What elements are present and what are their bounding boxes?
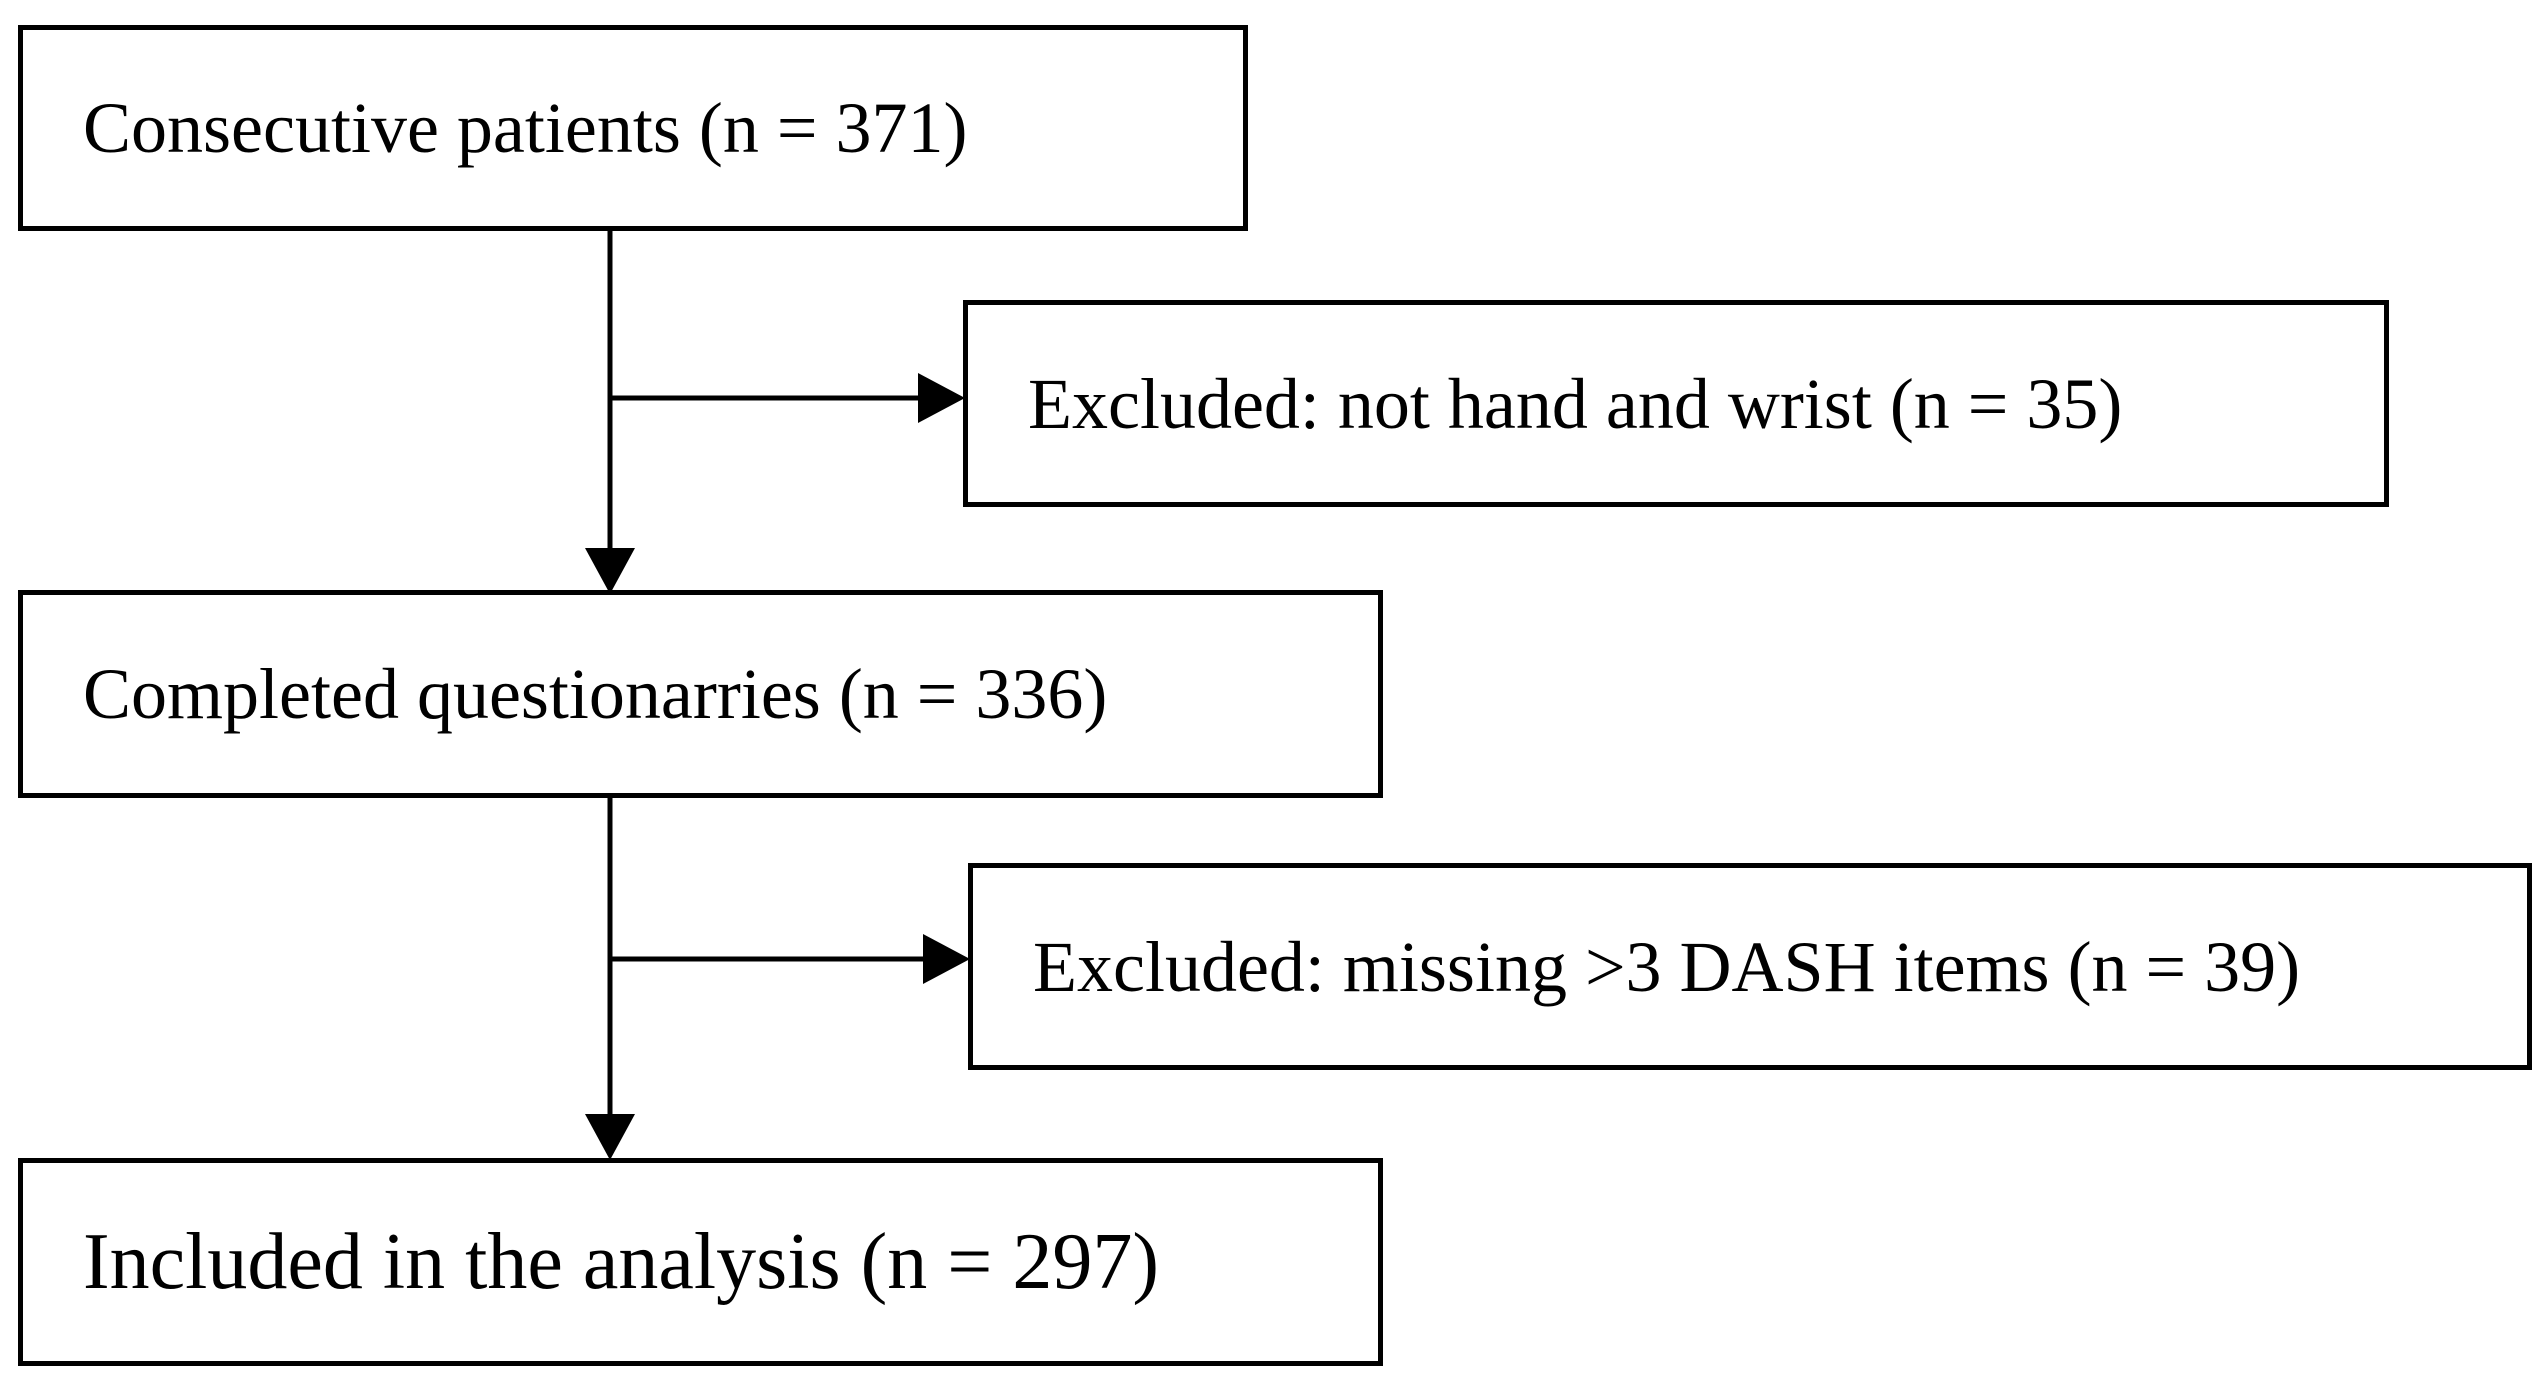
arrowhead-right-to-excluded-1 (918, 373, 965, 423)
excluded-not-hand-wrist-box: Excluded: not hand and wrist (n = 35) (963, 300, 2389, 507)
arrowhead-down-to-included (585, 1114, 635, 1160)
arrowhead-down-to-completed (585, 548, 635, 594)
excluded-missing-dash-label: Excluded: missing >3 DASH items (n = 39) (1033, 926, 2301, 1007)
excluded-not-hand-wrist-label: Excluded: not hand and wrist (n = 35) (1028, 363, 2123, 444)
consecutive-patients-label: Consecutive patients (n = 371) (83, 88, 968, 168)
included-in-analysis-label: Included in the analysis (n = 297) (83, 1218, 1159, 1306)
included-in-analysis-box: Included in the analysis (n = 297) (18, 1158, 1383, 1366)
arrowhead-right-to-excluded-2 (923, 934, 970, 984)
excluded-missing-dash-box: Excluded: missing >3 DASH items (n = 39) (968, 863, 2532, 1070)
completed-questionnaires-box: Completed questionarries (n = 336) (18, 590, 1383, 798)
consecutive-patients-box: Consecutive patients (n = 371) (18, 25, 1248, 231)
completed-questionnaires-label: Completed questionarries (n = 336) (83, 654, 1108, 734)
